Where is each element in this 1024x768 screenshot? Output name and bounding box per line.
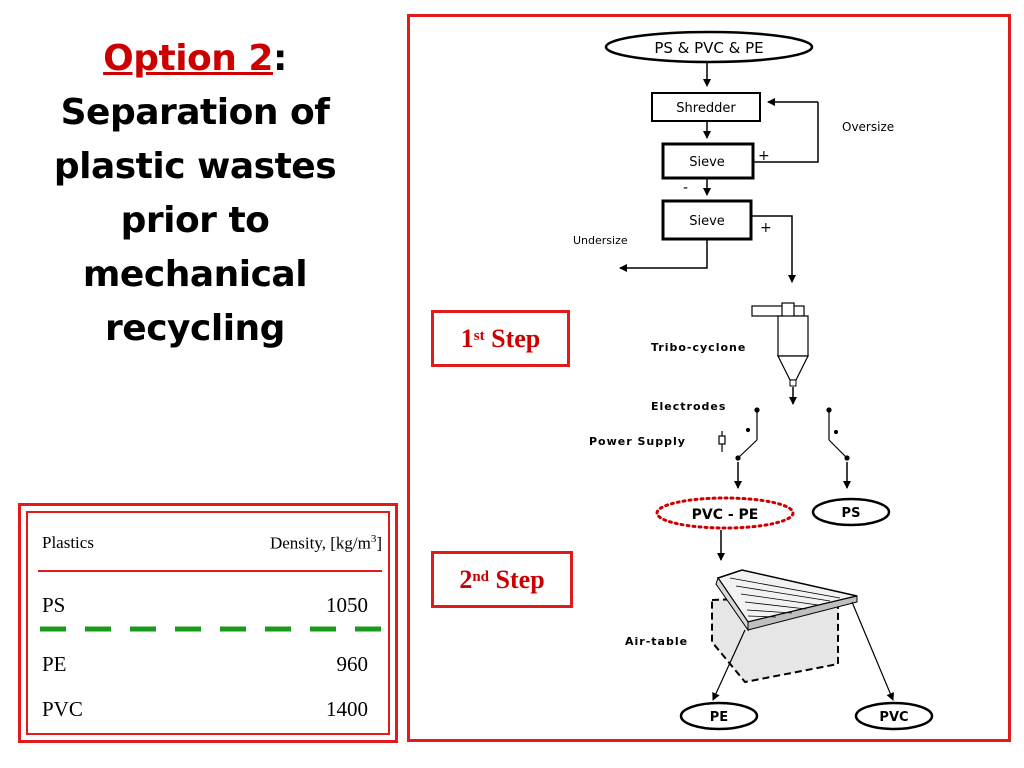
row-value-ps: 1050 [326, 593, 368, 617]
row-name-pvc: PVC [42, 697, 83, 721]
shredder-label: Shredder [676, 101, 736, 116]
pvc-pe-label: PVC - PE [692, 507, 759, 523]
arrow-airtable-pvc [851, 601, 894, 701]
pvc-pe-ellipse [655, 496, 795, 530]
header-density-sup: 3 [370, 533, 377, 545]
pvc-label: PVC [879, 710, 908, 725]
step2-num: 2 [459, 564, 473, 594]
step2-text: Step [489, 564, 545, 594]
row-value-pvc: 1400 [326, 697, 368, 721]
airtable-label: Air-table [625, 635, 688, 648]
electrodes-label: Electrodes [651, 400, 726, 413]
sieve1-label: Sieve [689, 155, 725, 170]
title-line-4: mechanical [82, 254, 308, 295]
title-line-3: prior to [120, 200, 270, 241]
sieve1-plus: + [758, 148, 770, 164]
pe-ellipse [679, 701, 759, 731]
option-label: Option 2 [103, 38, 273, 79]
sieve1-minus: - [683, 180, 688, 196]
tribo-label: Tribo-cyclone [651, 341, 746, 354]
step1-text: Step [484, 323, 541, 353]
header-density: Density, [kg/m3] [270, 533, 382, 554]
density-table: Plastics Density, [kg/m3] PS 1050 PE 960… [18, 503, 398, 743]
electrodes-drawing [718, 407, 850, 461]
title-line-1: Separation of [60, 92, 330, 133]
step1-sup: st [473, 328, 485, 344]
header-density-end: ] [376, 533, 382, 553]
step1-num: 1 [460, 323, 474, 353]
undersize-label: Undersize [573, 234, 628, 247]
step2-sup: nd [472, 569, 490, 585]
air-table-drawing [711, 569, 858, 684]
row-name-pe: PE [42, 652, 67, 676]
title-line-5: recycling [105, 308, 285, 349]
power-supply-label: Power Supply [589, 435, 686, 448]
input-ellipse [604, 30, 814, 64]
pvc-ellipse [854, 701, 934, 731]
row-name-ps: PS [42, 593, 66, 617]
arrow-airtable-pe [712, 629, 746, 701]
shredder-box [651, 92, 761, 122]
tribo-cyclone-drawing [751, 302, 809, 387]
green-dashed-separator [40, 626, 385, 632]
sieve2-plus: + [760, 220, 772, 236]
title-line-2: plastic wastes [53, 146, 337, 187]
arrow-sieve2-tribo [751, 215, 796, 283]
pe-label: PE [710, 710, 728, 725]
sieve1-box [661, 142, 755, 180]
sieve2-label: Sieve [689, 214, 725, 229]
title-colon: : [272, 38, 287, 79]
input-label: PS & PVC & PE [654, 39, 763, 57]
header-density-text: Density, [kg/m [269, 533, 371, 553]
process-diagram-frame [407, 14, 1011, 742]
header-divider [38, 570, 382, 572]
oversize-loop-line [754, 102, 819, 163]
ps-ellipse [811, 497, 891, 527]
row-value-pe: 960 [336, 652, 369, 676]
header-plastics: Plastics [42, 533, 94, 552]
density-table-inner: Plastics Density, [kg/m3] PS 1050 PE 960… [26, 511, 390, 735]
ps-label: PS [842, 506, 861, 521]
page-title: Option 2: Separation of plastic wastes p… [0, 32, 390, 356]
arrow-undersize [619, 239, 708, 272]
oversize-label: Oversize [842, 120, 894, 134]
